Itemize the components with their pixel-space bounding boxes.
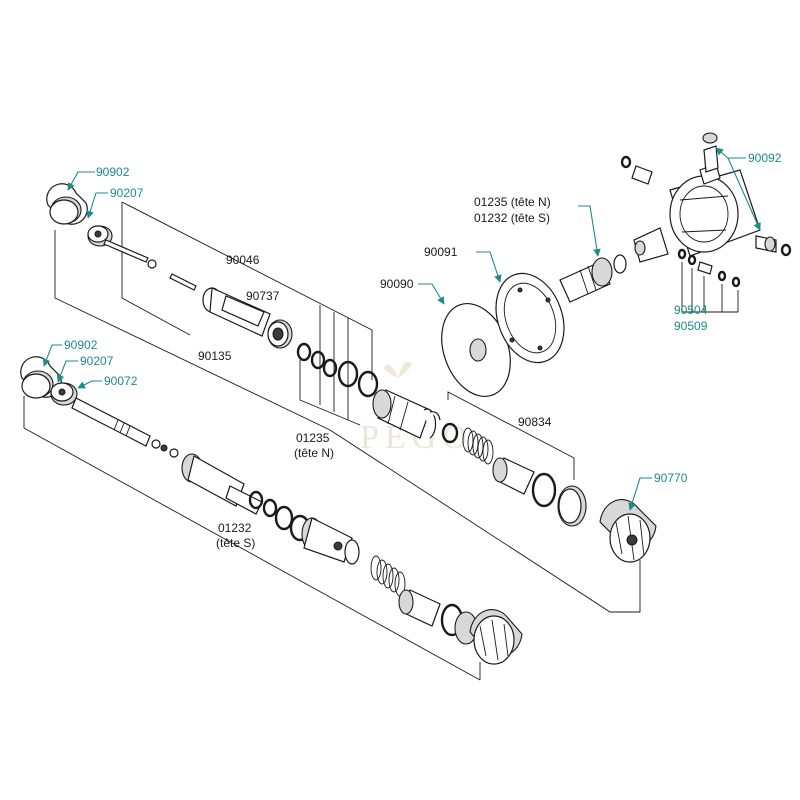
o-ring-3 xyxy=(322,358,338,378)
handle-lower xyxy=(469,609,523,665)
spring-upper xyxy=(462,427,494,465)
callout-arrows xyxy=(42,147,761,511)
o-ring-lower-3 xyxy=(274,505,294,531)
label-90902-upper: 90902 xyxy=(96,165,130,179)
valve-body-assembly xyxy=(620,132,792,313)
o-ring-2 xyxy=(310,350,326,370)
mounting-ring-90091 xyxy=(495,272,565,364)
wall-plate-assembly xyxy=(441,254,627,398)
o-ring-5 xyxy=(357,370,379,398)
o-ring-lower-2 xyxy=(262,498,278,518)
label-90902-lower: 90902 xyxy=(64,338,98,352)
label-90046: 90046 xyxy=(226,253,260,267)
label-90072: 90072 xyxy=(104,374,138,388)
label-90770: 90770 xyxy=(654,471,688,485)
knob-cap-90902-upper xyxy=(46,183,88,225)
fittings-90504-90509 xyxy=(677,248,741,313)
label-tete-s-lower: (tête S) xyxy=(216,536,255,550)
inlet-pipe-90092 xyxy=(702,132,719,173)
cartridge-head-01235 xyxy=(559,254,627,303)
label-01232-lower: 01232 xyxy=(218,521,252,535)
label-01232-right: 01232 (tête S) xyxy=(474,211,550,225)
label-01235-upper: 01235 xyxy=(296,431,330,445)
cartridge-01232 xyxy=(301,517,360,565)
cover-plate-90090 xyxy=(441,302,511,398)
left-fitting xyxy=(620,155,669,263)
o-ring-lower-1 xyxy=(248,490,264,510)
spring-lower xyxy=(370,555,406,597)
label-90207-lower: 90207 xyxy=(80,354,114,368)
knob-cap-90902-lower xyxy=(20,356,62,399)
label-90092: 90092 xyxy=(748,151,782,165)
label-tete-n-upper: (tête N) xyxy=(294,446,334,460)
pin-upper xyxy=(169,273,197,291)
cartridge-01235 xyxy=(372,389,441,439)
cartridge-body-90046 xyxy=(202,287,271,337)
label-90737: 90737 xyxy=(246,289,280,303)
label-90207-upper: 90207 xyxy=(110,186,144,200)
lower-cartridge-assembly xyxy=(20,356,523,681)
spindle-90072 xyxy=(71,397,179,458)
sleeve-lower xyxy=(398,589,441,627)
o-ring-1 xyxy=(296,342,312,362)
label-90091: 90091 xyxy=(424,245,458,259)
label-01235-right: 01235 (tête N) xyxy=(474,195,551,209)
label-90509: 90509 xyxy=(674,319,708,333)
label-90090: 90090 xyxy=(380,277,414,291)
knob-base-90207-upper xyxy=(87,225,113,247)
label-90504: 90504 xyxy=(674,303,708,317)
spindle-upper xyxy=(103,239,157,269)
valve-body xyxy=(669,163,761,257)
handle-90770 xyxy=(599,499,657,563)
label-90834: 90834 xyxy=(518,415,552,429)
upper-cartridge-assembly xyxy=(46,183,657,613)
label-90135: 90135 xyxy=(198,349,232,363)
knob-base-90207-lower xyxy=(50,382,78,406)
side-fitting-90092 xyxy=(755,235,792,257)
callout-labels: 90902 90207 90046 90737 90135 01235 (têt… xyxy=(64,151,782,550)
sleeve-90737 xyxy=(267,319,293,349)
spring-kit-90834 xyxy=(441,391,587,527)
o-ring-4 xyxy=(337,360,359,388)
